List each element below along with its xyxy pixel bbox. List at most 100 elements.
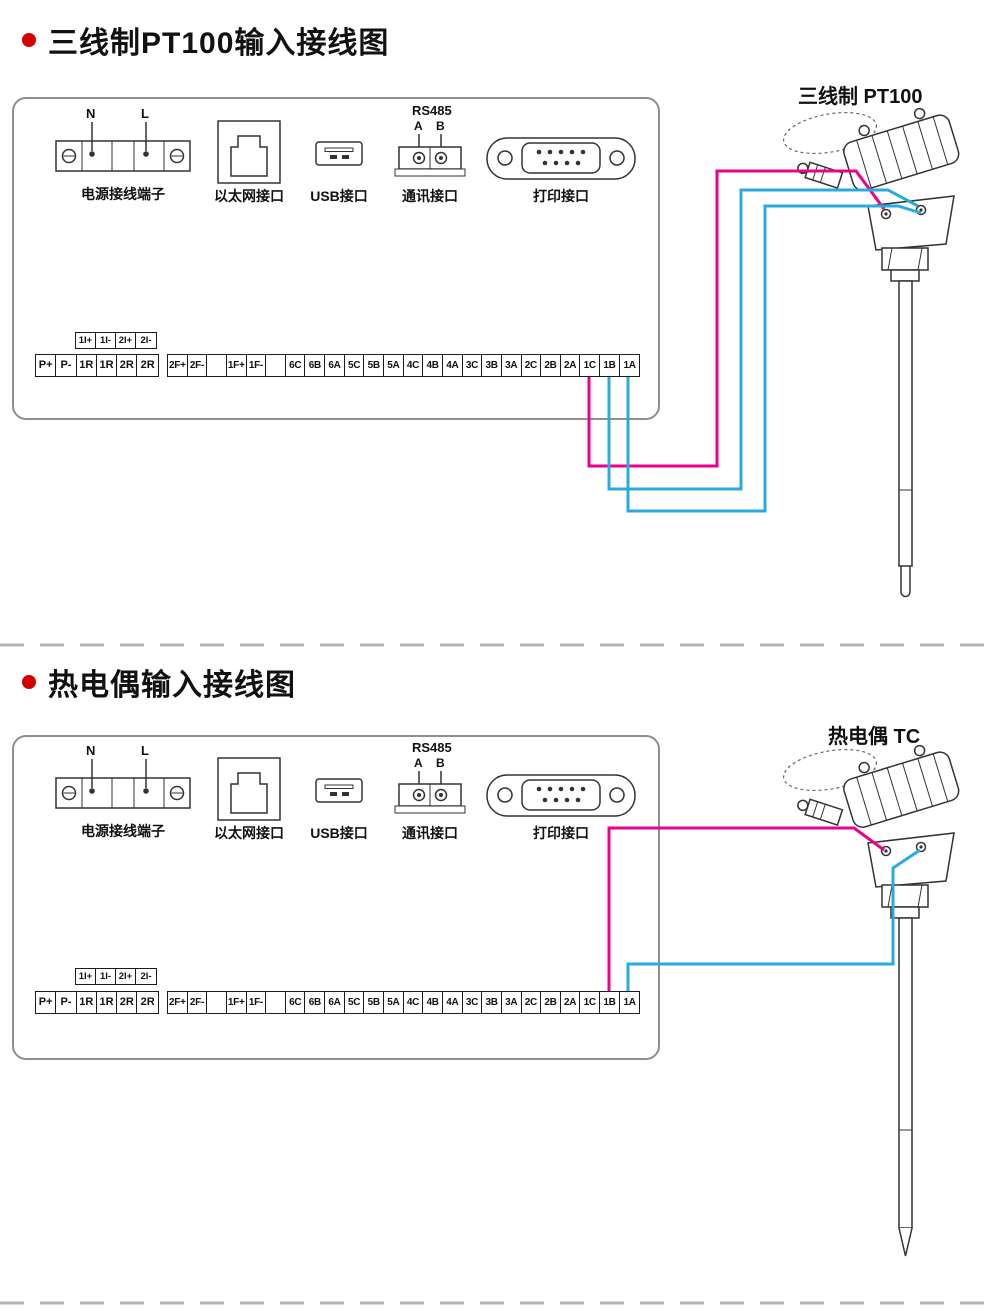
terminal-cell: 2R	[117, 355, 138, 376]
terminal-cell: 2I+	[116, 969, 136, 984]
aux-terminal-strip: 1I+1I-2I+ 2I-	[75, 968, 157, 985]
label-n: N	[86, 106, 96, 121]
terminal-cell: P+	[36, 992, 57, 1013]
terminal-cell: 1R	[97, 355, 118, 376]
terminal-cell: 6A	[325, 355, 345, 376]
comm-port-label: 通讯接口	[402, 825, 458, 841]
terminal-cell: 2R	[140, 996, 155, 1008]
wire-1a-blue	[626, 848, 921, 991]
terminal-cell: P-	[56, 992, 77, 1013]
terminal-cell: 2F+	[168, 992, 188, 1013]
comm-port-label: 通讯接口	[402, 188, 458, 204]
label-rs485-b: B	[436, 756, 445, 770]
terminal-cell: 1B	[600, 992, 620, 1013]
terminal-cell: 5A	[384, 992, 404, 1013]
terminal-cell: 1F-	[247, 992, 267, 1013]
terminal-cell	[266, 992, 286, 1013]
terminal-cell: 2B	[541, 355, 561, 376]
label-n: N	[86, 743, 96, 758]
terminal-cell: 1C	[580, 992, 601, 1013]
terminal-cell: P-	[56, 355, 77, 376]
terminal-cell: 1I+	[76, 969, 96, 984]
terminal-cell: 3A	[502, 355, 522, 376]
label-rs485: RS485	[412, 740, 452, 755]
terminal-cell: 3B	[482, 992, 502, 1013]
terminal-cell: 1F-	[247, 355, 267, 376]
terminal-cell: 1I+	[76, 333, 96, 348]
terminal-cell: 3B	[482, 355, 502, 376]
terminal-cell: 1R	[77, 355, 97, 376]
section1-sensor-label: 三线制 PT100	[798, 86, 923, 108]
terminal-cell: 1F+	[227, 355, 247, 376]
terminal-cell: 1I-	[96, 333, 116, 348]
terminal-cell: 3A	[502, 992, 522, 1013]
terminal-cell: 4A	[443, 992, 463, 1013]
bullet-icon	[22, 675, 36, 689]
terminal-cell	[207, 992, 227, 1013]
usb-port-label: USB接口	[310, 188, 368, 204]
printer-port-label: 打印接口	[533, 188, 589, 204]
terminal-cell: 1R	[97, 992, 118, 1013]
terminal-cell: 2I+	[116, 333, 136, 348]
power-port-label: 电源接线端子	[81, 823, 165, 839]
terminal-cell: 2C	[522, 355, 542, 376]
terminal-cell: 1C	[580, 355, 601, 376]
terminal-cell: 6B	[305, 992, 326, 1013]
printer-port-label: 打印接口	[533, 825, 589, 841]
terminal-cell: 2F+	[168, 355, 188, 376]
terminal-cell: 2A	[561, 355, 581, 376]
terminal-cell: 5A	[384, 355, 404, 376]
terminal-cell: 2C	[522, 992, 542, 1013]
terminal-cell: 2F-	[188, 355, 208, 376]
label-rs485-a: A	[414, 756, 423, 770]
usb-port-label: USB接口	[310, 825, 368, 841]
terminal-cell: 1F+	[227, 992, 247, 1013]
section1-title: 三线制PT100输入接线图	[48, 27, 390, 60]
aux-terminal-strip: 1I+1I-2I+ 2I-	[75, 332, 157, 349]
terminal-cell: 2A	[561, 992, 581, 1013]
ethernet-port-label: 以太网接口	[214, 825, 284, 841]
terminal-cell: 1I-	[96, 969, 116, 984]
tc-sensor-graphic	[779, 737, 962, 1257]
terminal-cell: 6C	[286, 992, 306, 1013]
section2-title: 热电偶输入接线图	[48, 669, 296, 702]
terminal-cell: 4B	[423, 355, 443, 376]
terminal-cell: 1B	[600, 355, 620, 376]
terminal-cell: 5B	[364, 355, 385, 376]
terminal-cell: 6B	[305, 355, 326, 376]
pt100-sensor-graphic	[779, 100, 962, 598]
terminal-cell: 6A	[325, 992, 345, 1013]
terminal-cell: 4A	[443, 355, 463, 376]
power-port-label: 电源接线端子	[81, 186, 165, 202]
terminal-cell: 2F-	[188, 992, 208, 1013]
terminal-cell	[207, 355, 227, 376]
label-l: L	[141, 106, 149, 121]
terminal-cell: 2I-	[140, 971, 152, 982]
label-rs485-a: A	[414, 119, 423, 133]
terminal-cell: 1R	[77, 992, 97, 1013]
bullet-icon	[22, 33, 36, 47]
terminal-cell: 3C	[463, 992, 483, 1013]
terminal-cell: P+	[36, 355, 57, 376]
terminal-cell: 2R	[117, 992, 138, 1013]
terminal-cell: 3C	[463, 355, 483, 376]
section2-sensor-label: 热电偶 TC	[828, 726, 921, 748]
terminal-cell: 1A	[623, 360, 636, 371]
terminal-cell: 6C	[286, 355, 306, 376]
terminal-cell: 4B	[423, 992, 443, 1013]
terminal-cell: 2I-	[140, 335, 152, 346]
label-l: L	[141, 743, 149, 758]
terminal-cell: 5B	[364, 992, 385, 1013]
terminal-cell	[266, 355, 286, 376]
terminal-cell: 2R	[140, 359, 155, 371]
wire-1a-blue	[626, 204, 922, 513]
terminal-cell: 4C	[404, 992, 424, 1013]
label-rs485-b: B	[436, 119, 445, 133]
terminal-cell: 4C	[404, 355, 424, 376]
terminal-cell: 1A	[623, 997, 636, 1008]
